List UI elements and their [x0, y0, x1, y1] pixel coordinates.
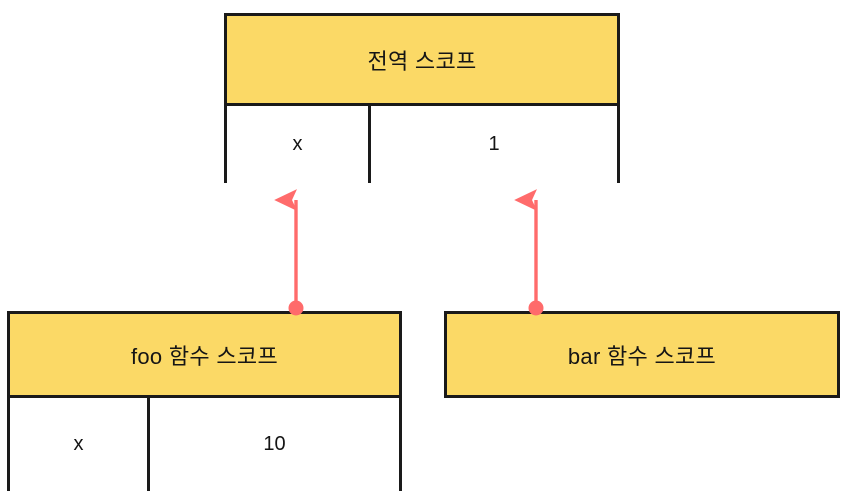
connector-bar-to-global	[514, 189, 544, 316]
connector-foo-to-global	[274, 189, 304, 316]
foo-variable-value-cell: 10	[150, 398, 399, 491]
global-scope-header: 전역 스코프	[227, 16, 617, 106]
global-variable-value-cell: 1	[371, 106, 617, 183]
foo-variable-name-cell: x	[10, 398, 150, 491]
global-scope-box[interactable]: 전역 스코프 x 1	[224, 13, 620, 183]
bar-scope-box[interactable]: bar 함수 스코프	[444, 311, 840, 398]
table-row: x 1	[227, 106, 617, 183]
foo-scope-header: foo 함수 스코프	[10, 314, 399, 398]
global-variable-name-cell: x	[227, 106, 371, 183]
bar-scope-header: bar 함수 스코프	[447, 314, 837, 395]
table-row: x 10	[10, 398, 399, 491]
foo-scope-box[interactable]: foo 함수 스코프 x 10	[7, 311, 402, 491]
